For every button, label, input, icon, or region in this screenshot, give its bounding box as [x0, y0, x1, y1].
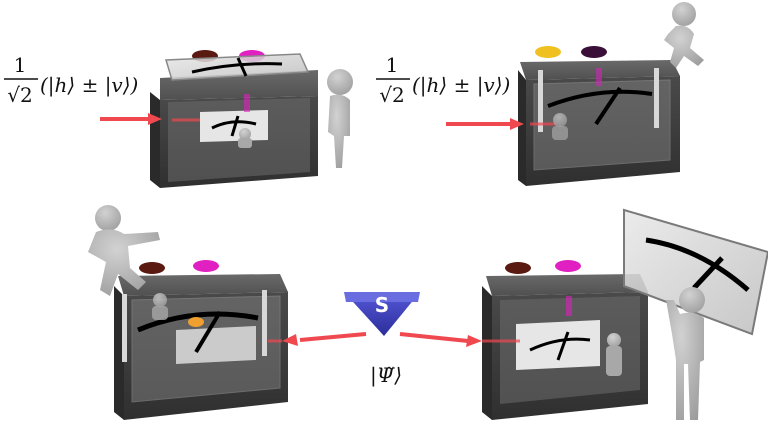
glass-front-panel [533, 79, 671, 171]
knob-dark-purple-icon [581, 46, 607, 58]
laser-beam-icon [446, 118, 556, 130]
fraction-denominator: √2 [7, 83, 32, 107]
source-label: S [375, 293, 389, 317]
knob-magenta-icon [555, 260, 581, 272]
observer-figure-icon [327, 69, 353, 168]
knob-magenta-icon [193, 260, 219, 272]
fraction-numerator: 1 [14, 53, 27, 77]
laser-beam-icon [268, 332, 482, 347]
state-expression: (|h⟩ ± |v⟩) [412, 73, 510, 98]
equation-top-left: 1 √2 (|h⟩ ± |v⟩) [4, 53, 138, 107]
state-expression: (|h⟩ ± |v⟩) [40, 73, 138, 98]
knob-brown-icon [139, 262, 165, 274]
fraction-denominator: √2 [379, 83, 404, 107]
equation-top-right: 1 √2 (|h⟩ ± |v⟩) [376, 53, 510, 107]
inner-meter-panel [516, 320, 600, 370]
observer-figure-icon [666, 287, 705, 420]
box-bottom-right [482, 208, 768, 420]
observer-figure-icon [664, 2, 704, 69]
fraction-numerator: 1 [386, 53, 399, 77]
inner-meter-panel [176, 326, 256, 364]
box-bottom-left [88, 205, 288, 420]
source-state-label: |Ψ̃⟩ [370, 363, 402, 388]
knob-yellow-icon [535, 46, 561, 58]
source-triangle-icon: S [344, 292, 420, 336]
observer-figure-icon [88, 205, 160, 296]
laser-beam-icon [100, 113, 200, 125]
knob-brown-icon [505, 262, 531, 274]
box-top-right [446, 2, 704, 186]
glass-lid [165, 53, 310, 81]
box-top-left [100, 50, 353, 188]
